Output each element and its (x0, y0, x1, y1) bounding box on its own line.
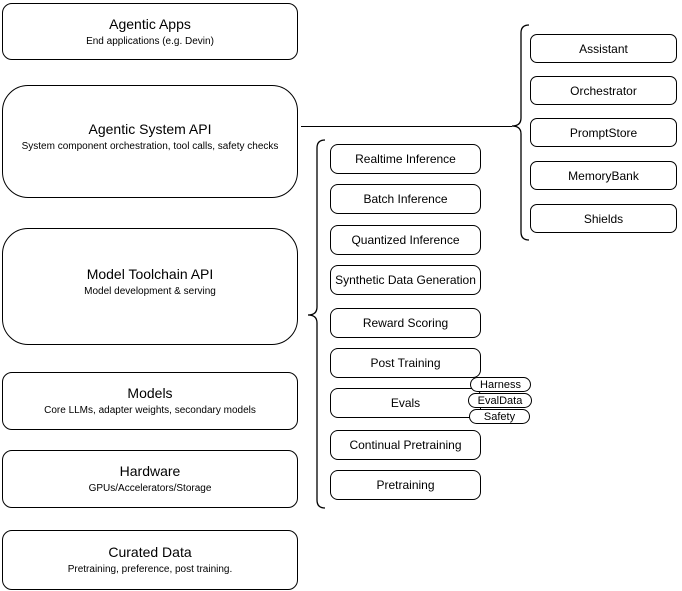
box-title: Hardware (119, 463, 181, 479)
node-evals: Evals (330, 388, 481, 418)
box-subtitle: Pretraining, preference, post training. (67, 564, 233, 575)
node-assistant: Assistant (530, 34, 677, 63)
box-agentic-apps: Agentic Apps End applications (e.g. Devi… (2, 3, 298, 60)
pill-label: Safety (483, 410, 516, 423)
node-label: Synthetic Data Generation (335, 273, 476, 287)
node-label: Shields (583, 211, 624, 226)
box-subtitle: Model development & serving (84, 286, 216, 297)
connector-line-agentic-system (301, 126, 512, 127)
node-label: Realtime Inference (355, 152, 456, 166)
node-batch-inference: Batch Inference (330, 184, 481, 214)
pill-harness: Harness (470, 377, 531, 392)
box-subtitle: System component orchestration, tool cal… (21, 141, 279, 152)
box-title: Models (127, 385, 173, 401)
node-orchestrator: Orchestrator (530, 76, 677, 105)
box-agentic-system-api: Agentic System API System component orch… (2, 85, 298, 198)
pill-label: Harness (480, 378, 521, 391)
node-shields: Shields (530, 204, 677, 233)
node-label: Quantized Inference (351, 233, 460, 247)
node-pretraining: Pretraining (330, 470, 481, 500)
box-curated-data: Curated Data Pretraining, preference, po… (2, 530, 298, 590)
node-label: MemoryBank (568, 168, 639, 183)
curly-brace-right-column (511, 24, 530, 241)
pill-safety: Safety (469, 409, 530, 424)
box-title: Agentic System API (88, 121, 212, 137)
node-promptstore: PromptStore (530, 118, 677, 147)
box-title: Agentic Apps (109, 15, 191, 32)
node-label: Post Training (370, 356, 441, 370)
box-hardware: Hardware GPUs/Accelerators/Storage (2, 450, 298, 508)
node-post-training: Post Training (330, 348, 481, 378)
box-title: Curated Data (108, 544, 192, 560)
node-memorybank: MemoryBank (530, 161, 677, 190)
node-label: Orchestrator (570, 83, 637, 98)
node-label: Evals (390, 396, 421, 410)
box-subtitle: GPUs/Accelerators/Storage (88, 483, 212, 494)
box-subtitle: End applications (e.g. Devin) (86, 35, 214, 47)
box-subtitle: Core LLMs, adapter weights, secondary mo… (44, 405, 256, 416)
node-label: Assistant (579, 41, 628, 56)
node-reward-scoring: Reward Scoring (330, 308, 481, 338)
node-continual-pretraining: Continual Pretraining (330, 430, 481, 460)
node-label: Batch Inference (363, 192, 448, 206)
pill-evaldata: EvalData (468, 393, 532, 408)
box-title: Model Toolchain API (86, 266, 214, 282)
node-label: PromptStore (569, 125, 638, 140)
box-model-toolchain-api: Model Toolchain API Model development & … (2, 228, 298, 345)
node-realtime-inference: Realtime Inference (330, 144, 481, 174)
pill-label: EvalData (477, 394, 523, 407)
node-label: Reward Scoring (362, 316, 449, 330)
node-label: Continual Pretraining (349, 438, 462, 452)
curly-brace-middle-column (307, 139, 326, 509)
box-models: Models Core LLMs, adapter weights, secon… (2, 372, 298, 430)
node-synthetic-data-generation: Synthetic Data Generation (330, 265, 481, 295)
node-quantized-inference: Quantized Inference (330, 225, 481, 255)
node-label: Pretraining (376, 478, 435, 492)
